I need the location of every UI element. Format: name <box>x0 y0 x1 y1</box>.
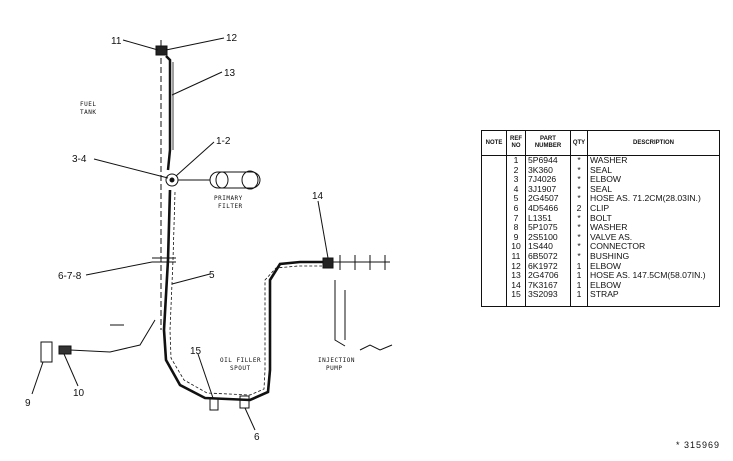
cell-qty: 1 <box>570 290 588 307</box>
callout-14: 14 <box>312 191 324 202</box>
fuel-tank-label: FUEL <box>80 101 96 108</box>
illustration-number: * 315969 <box>676 440 721 450</box>
callout-3-4: 3-4 <box>72 154 87 165</box>
injection-pump-label: INJECTION <box>318 357 355 364</box>
primary-filter-label: FILTER <box>218 203 243 210</box>
cell-note <box>481 232 507 243</box>
oil-filler-spout-label: SPOUT <box>230 365 251 372</box>
header-qty: QTY <box>570 130 588 156</box>
cell-note <box>481 165 507 176</box>
cell-note <box>481 184 507 195</box>
cell-part-number: 3S2093 <box>525 290 571 307</box>
callout-11: 11 <box>111 36 122 47</box>
callout-13: 13 <box>224 68 236 79</box>
cell-description: VALVE AS. <box>587 232 720 243</box>
cell-note <box>481 175 507 185</box>
cell-description: SEAL <box>587 165 720 176</box>
cell-description: BOLT <box>587 213 720 224</box>
cell-description: HOSE AS. 71.2CM(28.03IN.) <box>587 194 720 204</box>
elbow-14 <box>322 257 334 269</box>
header-note: NOTE <box>481 130 507 156</box>
callout-15: 15 <box>190 346 202 357</box>
cell-description: ELBOW <box>587 280 720 291</box>
fuel-tank-label: TANK <box>80 109 96 116</box>
callout-10: 10 <box>73 388 85 399</box>
clip <box>209 397 219 411</box>
cell-description: WASHER <box>587 223 720 233</box>
cell-ref-no: 15 <box>506 290 526 307</box>
cell-note <box>481 271 507 281</box>
cell-note <box>481 203 507 214</box>
valve-line <box>69 319 156 353</box>
cell-note <box>481 155 507 166</box>
cell-description: BUSHING <box>587 251 720 262</box>
callout-6-7-8: 6-7-8 <box>58 271 82 282</box>
cell-description: WASHER <box>587 155 720 166</box>
cell-description: STRAP <box>587 290 720 307</box>
cell-note <box>481 213 507 224</box>
cell-note <box>481 290 507 307</box>
cell-description: ELBOW <box>587 261 720 272</box>
cell-note <box>481 242 507 252</box>
callout-12: 12 <box>226 33 238 44</box>
cell-description: HOSE AS. 147.5CM(58.07IN.) <box>587 271 720 281</box>
cell-note <box>481 194 507 204</box>
connector-10 <box>58 345 72 355</box>
cell-note <box>481 251 507 262</box>
injection-pump-label: PUMP <box>326 365 342 372</box>
top-elbow-fitting <box>155 45 168 56</box>
callout-1-2: 1-2 <box>216 136 231 147</box>
cell-note <box>481 280 507 291</box>
callout-9: 9 <box>25 398 31 409</box>
valve-9 <box>40 341 53 363</box>
cell-description: CLIP <box>587 203 720 214</box>
clip <box>239 395 250 409</box>
hose-5 <box>162 189 325 402</box>
hose-13 <box>165 55 172 171</box>
oil-filler-spout-label: OIL FILLER <box>220 357 261 364</box>
injection-pump-lines <box>333 255 390 270</box>
header-description: DESCRIPTION <box>587 130 720 156</box>
cell-note <box>481 223 507 233</box>
cell-description: ELBOW <box>587 175 720 185</box>
cell-description: CONNECTOR <box>587 242 720 252</box>
cell-note <box>481 261 507 272</box>
callout-6: 6 <box>254 432 260 443</box>
primary-filter-label: PRIMARY <box>214 195 243 202</box>
callout-5: 5 <box>209 270 215 281</box>
cell-description: SEAL <box>587 184 720 195</box>
